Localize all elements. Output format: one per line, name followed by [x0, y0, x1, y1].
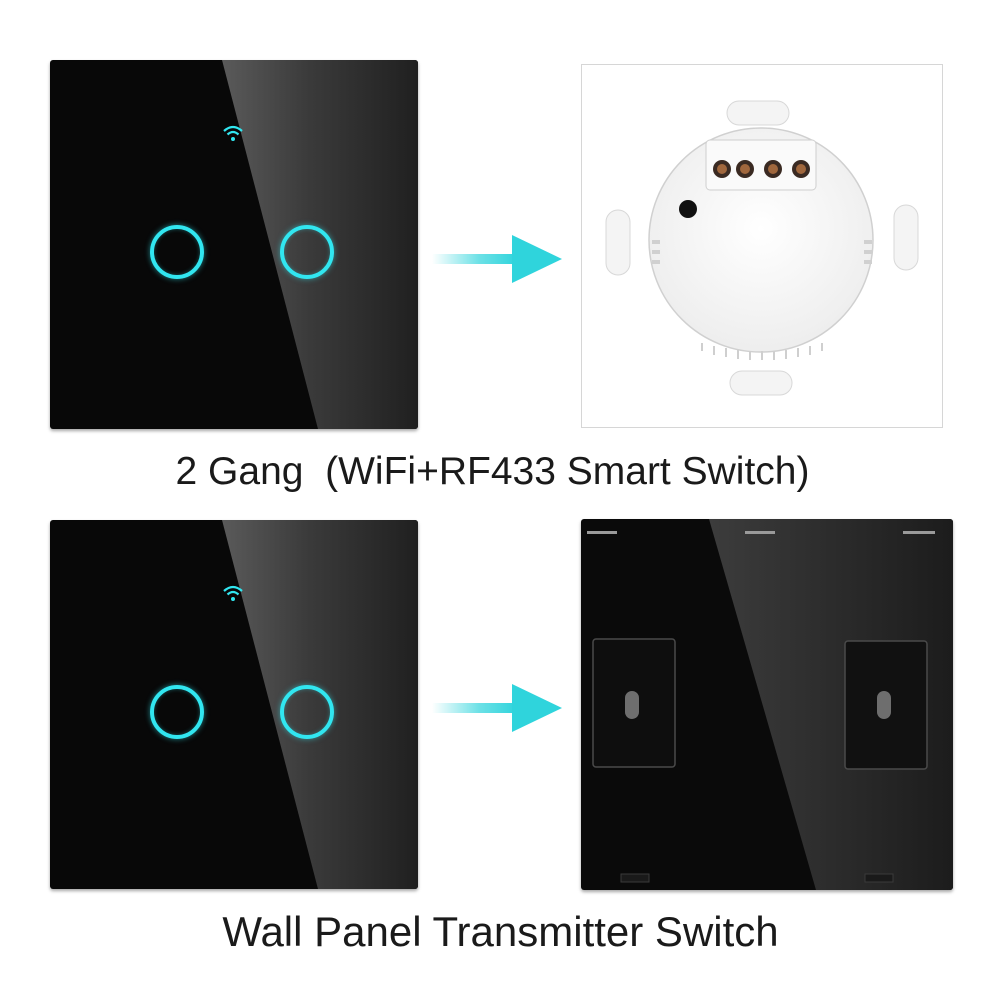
caption-smart-switch: 2 Gang (WiFi+RF433 Smart Switch) — [175, 450, 810, 493]
touch-button-2[interactable] — [280, 685, 334, 739]
arrow-right-icon — [432, 684, 562, 732]
arrow-right-icon — [432, 235, 562, 283]
touch-button-1[interactable] — [150, 685, 204, 739]
touch-button-2[interactable] — [280, 225, 334, 279]
caption-transmitter-switch: Wall Panel Transmitter Switch — [222, 908, 779, 955]
module-illustration — [605, 100, 919, 396]
transmitter-front-panel — [50, 520, 418, 889]
wifi-icon — [223, 585, 243, 601]
switch-front-panel-top — [50, 60, 418, 429]
glass-reflection — [222, 60, 418, 429]
switch-back-module — [581, 64, 943, 428]
touch-button-1[interactable] — [150, 225, 204, 279]
wifi-icon — [223, 125, 243, 141]
transmitter-back-panel — [581, 519, 953, 890]
back-panel-illustration — [587, 519, 953, 890]
glass-reflection — [222, 520, 418, 889]
